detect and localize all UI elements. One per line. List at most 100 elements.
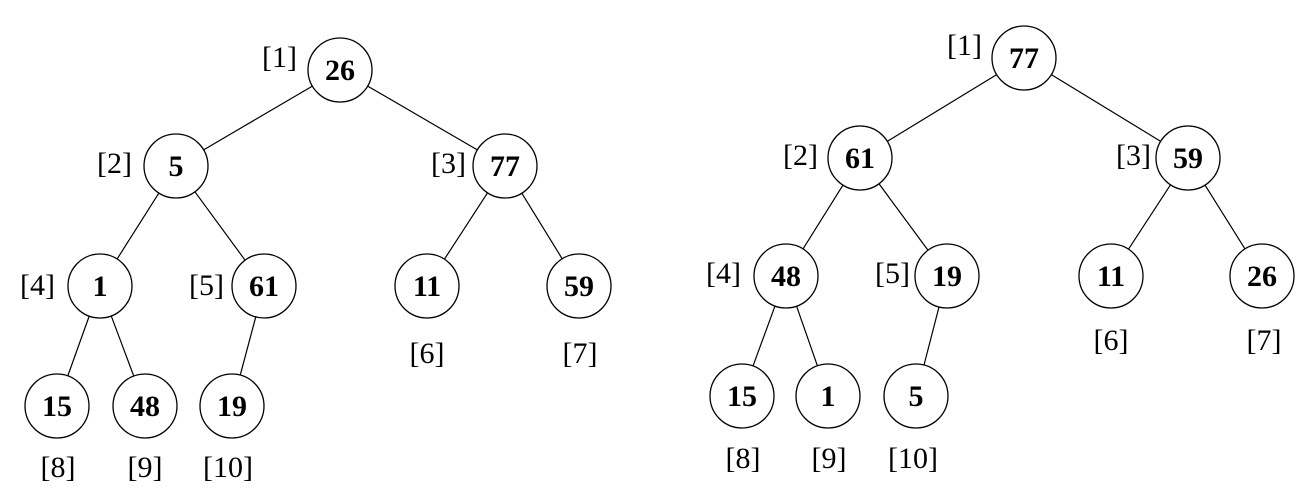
- node-index-label: [7]: [1247, 324, 1282, 357]
- left-tree: 26 [1] 5 [2] 77 [3] 1 [4] 61 [5] 11 [6] 59 [7] 15 [8] 48…: [20, 37, 612, 484]
- node-index-label: [2]: [97, 147, 132, 180]
- node-circle: [231, 253, 297, 319]
- tree-edge: [203, 85, 313, 151]
- node-value: 26: [1247, 260, 1277, 293]
- tree-edge: [887, 74, 997, 142]
- tree-edge: [239, 316, 257, 376]
- node-index-label: [9]: [812, 442, 847, 475]
- heap-node: 11 [6]: [394, 253, 460, 370]
- heap-node: 26 [1]: [262, 37, 373, 103]
- node-index-label: [1]: [262, 41, 297, 74]
- node-circle: [991, 25, 1057, 91]
- node-value: 48: [771, 260, 801, 293]
- heap-node: 61 [5]: [189, 253, 297, 319]
- node-index-label: [3]: [431, 147, 466, 180]
- node-value: 1: [821, 380, 836, 413]
- node-circle: [394, 253, 460, 319]
- node-value: 77: [490, 150, 520, 183]
- tree-edge: [796, 306, 818, 366]
- tree-edge: [194, 191, 246, 261]
- node-circle: [753, 243, 819, 309]
- node-value: 5: [169, 150, 184, 183]
- heap-node: 77 [3]: [431, 133, 538, 199]
- node-value: 59: [564, 270, 594, 303]
- tree-edge: [443, 192, 489, 260]
- node-index-label: [10]: [888, 442, 938, 475]
- heap-node: 26 [7]: [1229, 243, 1295, 357]
- node-value: 11: [1097, 260, 1125, 293]
- heap-node: 11 [6]: [1078, 243, 1144, 357]
- node-index-label: [8]: [41, 451, 76, 484]
- heap-node: 5 [10]: [883, 363, 949, 475]
- heap-node: 15 [8]: [24, 373, 90, 484]
- node-index-label: [8]: [726, 442, 761, 475]
- node-index-label: [4]: [706, 257, 741, 290]
- node-circle: [67, 253, 133, 319]
- heap-node: 19 [10]: [199, 373, 265, 484]
- node-value: 61: [845, 142, 875, 175]
- tree-edge: [878, 183, 929, 251]
- node-value: 59: [1173, 142, 1203, 175]
- tree-edge: [1204, 184, 1246, 250]
- node-circle: [143, 133, 209, 199]
- node-value: 48: [130, 390, 160, 423]
- heap-node: 59 [3]: [1116, 125, 1221, 191]
- tree-edge: [802, 184, 844, 250]
- node-value: 11: [413, 270, 441, 303]
- node-circle: [914, 243, 980, 309]
- heap-node: 19 [5]: [875, 243, 980, 309]
- tree-edge: [1051, 74, 1161, 142]
- node-index-label: [1]: [947, 29, 982, 62]
- node-circle: [546, 253, 612, 319]
- node-circle: [112, 373, 178, 439]
- node-index-label: [6]: [1094, 324, 1129, 357]
- node-value: 19: [217, 390, 247, 423]
- node-circle: [883, 363, 949, 429]
- tree-edge: [67, 315, 90, 377]
- tree-edge: [110, 315, 135, 377]
- node-circle: [472, 133, 538, 199]
- tree-edge: [521, 192, 563, 260]
- node-circle: [1229, 243, 1295, 309]
- node-index-label: [10]: [203, 451, 253, 484]
- node-value: 19: [932, 260, 962, 293]
- tree-edge: [116, 192, 160, 260]
- node-index-label: [2]: [783, 139, 818, 172]
- tree-edge: [923, 306, 940, 366]
- node-index-label: [5]: [189, 269, 224, 302]
- node-circle: [1078, 243, 1144, 309]
- node-value: 15: [42, 390, 72, 423]
- node-value: 77: [1009, 42, 1039, 75]
- right-tree: 77[1]61[2]59[3]48[4]19[5]11[6]26[7]15[8]…: [706, 25, 1295, 475]
- node-circle: [827, 125, 893, 191]
- node-index-label: [9]: [128, 451, 163, 484]
- heap-node: 48 [9]: [112, 373, 178, 484]
- heap-node: 1 [4]: [20, 253, 133, 319]
- node-index-label: [4]: [20, 269, 55, 302]
- node-index-label: [7]: [563, 337, 598, 370]
- heap-node: 61 [2]: [783, 125, 893, 191]
- heap-node: 59 [7]: [546, 253, 612, 370]
- node-circle: [199, 373, 265, 439]
- node-value: 15: [727, 380, 757, 413]
- node-index-label: [6]: [410, 337, 445, 370]
- node-index-label: [5]: [875, 257, 910, 290]
- node-circle: [24, 373, 90, 439]
- tree-edge: [367, 85, 478, 151]
- heap-node: 15 [8]: [709, 363, 775, 475]
- node-circle: [307, 37, 373, 103]
- node-value: 26: [325, 54, 355, 87]
- heap-node: 5 [2]: [97, 133, 209, 199]
- heap-node: 77 [1]: [947, 25, 1057, 91]
- node-value: 1: [93, 270, 108, 303]
- node-value: 5: [909, 380, 924, 413]
- heap-node: 48 [4]: [706, 243, 819, 309]
- node-index-label: [3]: [1116, 139, 1151, 172]
- node-value: 61: [249, 270, 279, 303]
- node-circle: [1155, 125, 1221, 191]
- tree-edge: [1127, 184, 1172, 250]
- heap-node: 1 [9]: [795, 363, 861, 475]
- tree-edge: [752, 305, 776, 367]
- node-circle: [795, 363, 861, 429]
